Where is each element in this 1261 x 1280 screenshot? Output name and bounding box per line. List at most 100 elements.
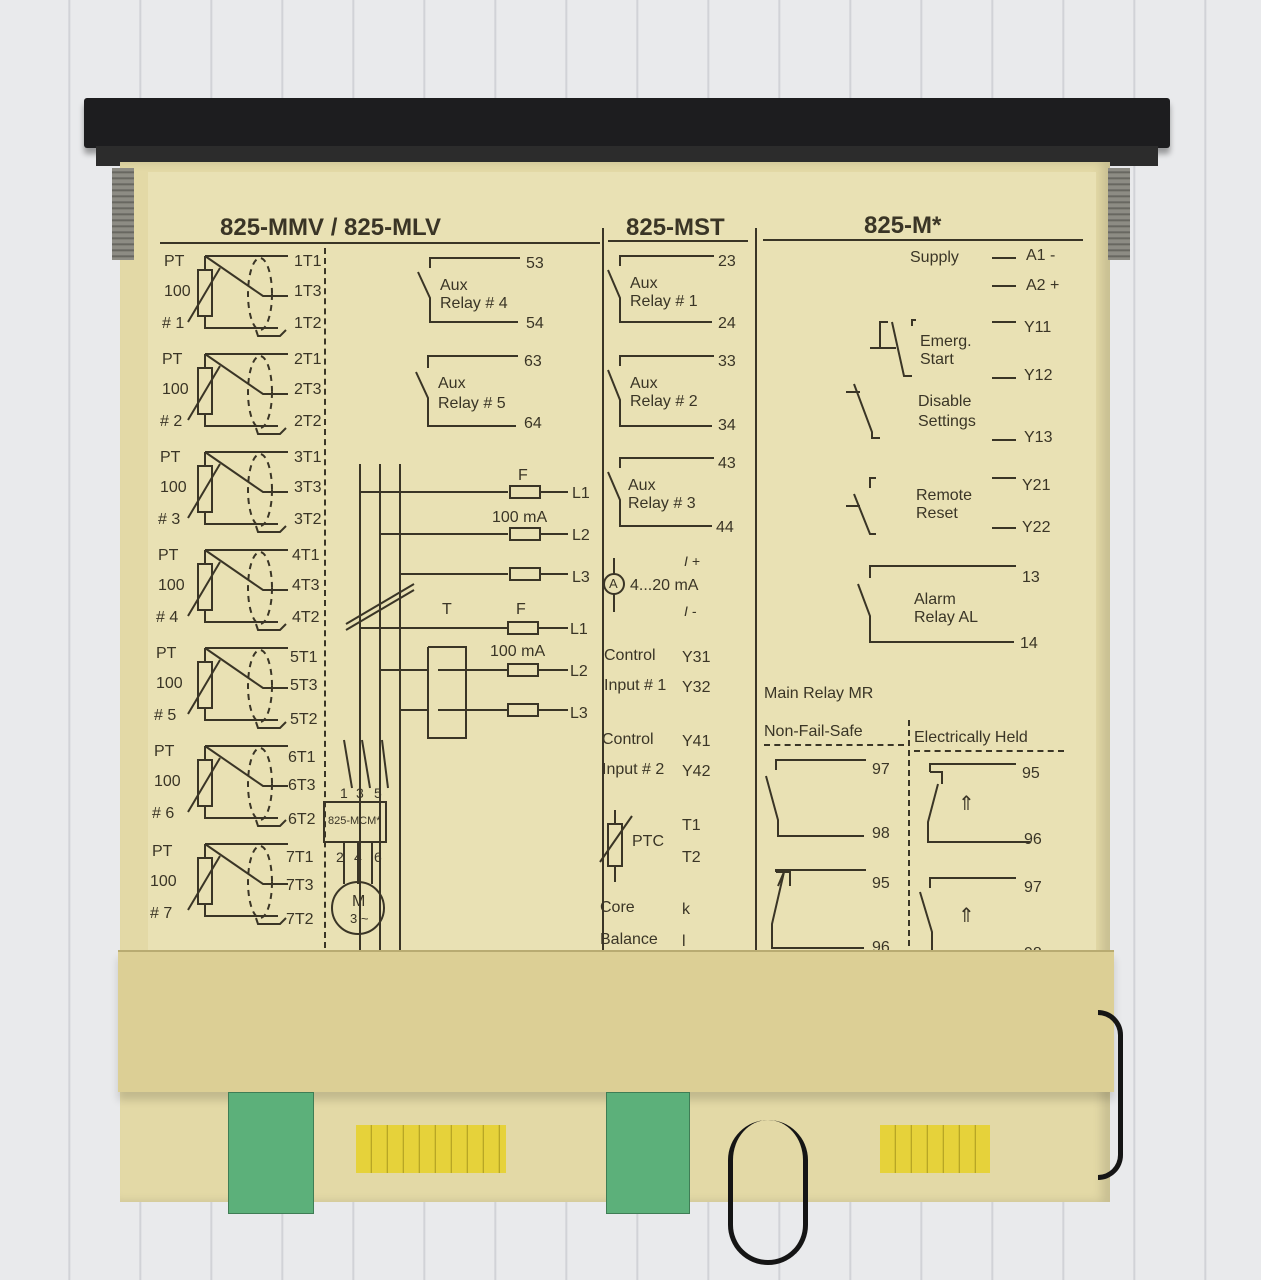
starter-terminal: 2 <box>336 849 344 865</box>
rtd-terminal: 5T1 <box>290 649 318 666</box>
rtd-terminal: 1T1 <box>294 253 322 270</box>
control-terminal: Y41 <box>682 733 711 750</box>
control-input-label: Control <box>602 731 654 748</box>
control-input-label: Input # 1 <box>604 677 667 694</box>
section-title-m: 825-M* <box>864 212 942 239</box>
remote-reset-label: Reset <box>916 505 958 522</box>
core-balance-terminal: k <box>682 901 690 918</box>
rtd-number: # 5 <box>154 707 177 724</box>
rtd-type: PT <box>152 843 173 860</box>
emerg-start-label: Emerg. <box>920 333 972 350</box>
rtd-value: 100 <box>156 675 183 692</box>
analog-plus-terminal: I + <box>684 553 700 569</box>
rtd-type: PT <box>156 645 177 662</box>
bezel-lip <box>96 146 1158 166</box>
main-relay-terminal: 95 <box>872 875 890 892</box>
relay-label: Aux <box>628 477 656 494</box>
rtd-terminal: 7T3 <box>286 877 314 894</box>
line-terminal: L2 <box>572 527 590 544</box>
ptc-label: PTC <box>632 833 664 850</box>
starter-terminal: 5 <box>374 785 382 801</box>
rtd-value: 100 <box>154 773 181 790</box>
relay-terminal: 44 <box>716 519 734 536</box>
ptc-terminal: T2 <box>682 849 701 866</box>
supply-terminal: A1 - <box>1026 247 1056 264</box>
mmv-diagram-lines <box>323 257 568 952</box>
green-terminal-block <box>228 1092 314 1214</box>
non-fail-safe-label: Non-Fail-Safe <box>764 723 863 740</box>
supply-label: Supply <box>910 249 959 266</box>
control-terminal: Y42 <box>682 763 711 780</box>
rtd-terminal: 2T2 <box>294 413 322 430</box>
black-cable <box>1098 1010 1123 1180</box>
up-arrow-icon: ⇑ <box>958 793 975 815</box>
emerg-start-label: Start <box>920 351 954 368</box>
line-terminal: L3 <box>570 705 588 722</box>
core-balance-label: Balance <box>600 931 658 948</box>
control-terminal: Y21 <box>1022 477 1051 494</box>
control-terminal: Y31 <box>682 649 711 666</box>
fuse-rating: 100 mA <box>490 643 546 660</box>
main-relay-terminal: 98 <box>872 825 890 842</box>
relay-label: Aux <box>440 277 468 294</box>
front-bezel <box>84 98 1170 148</box>
rtd-type: PT <box>158 547 179 564</box>
rtd-terminal: 5T3 <box>290 677 318 694</box>
relay-label: Aux <box>438 375 466 392</box>
rtd-value: 100 <box>164 283 191 300</box>
main-relay-terminal: 97 <box>1024 879 1042 896</box>
rtd-terminal: 6T2 <box>288 811 316 828</box>
control-terminal: Y22 <box>1022 519 1051 536</box>
wire-markers <box>356 1125 506 1173</box>
supply-terminal: A2 + <box>1026 277 1060 294</box>
transformer-label: T <box>442 601 452 618</box>
rtd-number: # 3 <box>158 511 181 528</box>
rtd-terminal: 3T3 <box>294 479 322 496</box>
electrically-held-label: Electrically Held <box>914 729 1028 746</box>
housing-lower-panel <box>118 950 1114 1092</box>
control-terminal: Y13 <box>1024 429 1053 446</box>
rtd-terminal: 2T3 <box>294 381 322 398</box>
line-terminal: L2 <box>570 663 588 680</box>
rtd-symbols <box>187 255 289 925</box>
analog-range: 4...20 mA <box>630 577 699 594</box>
rtd-type: PT <box>164 253 185 270</box>
black-cable <box>728 1120 808 1265</box>
rtd-type: PT <box>154 743 175 760</box>
wire-markers <box>880 1125 990 1173</box>
main-relay-terminal: 95 <box>1022 765 1040 782</box>
core-balance-label: Core <box>600 899 635 916</box>
rtd-terminal: 1T3 <box>294 283 322 300</box>
rtd-value: 100 <box>162 381 189 398</box>
rtd-terminal: 7T2 <box>286 911 314 928</box>
wiring-label: 825-MMV / 825-MLV 825-MST 825-M* PT 100 … <box>148 172 1096 962</box>
rtd-terminal: 4T3 <box>292 577 320 594</box>
main-relay-title: Main Relay MR <box>764 685 874 702</box>
relay-terminal: 24 <box>718 315 736 332</box>
alarm-relay-label: Relay AL <box>914 609 979 626</box>
relay-terminal: 13 <box>1022 569 1040 586</box>
motor-label: M <box>352 893 366 910</box>
rtd-terminal: 6T1 <box>288 749 316 766</box>
alarm-relay-label: Alarm <box>914 591 956 608</box>
main-relay-terminal: 97 <box>872 761 890 778</box>
main-relay-terminal: 96 <box>1024 831 1042 848</box>
rtd-value: 100 <box>150 873 177 890</box>
rtd-number: # 4 <box>156 609 179 626</box>
control-input-label: Control <box>604 647 656 664</box>
rtd-terminal: 4T1 <box>292 547 320 564</box>
mst-diagram-lines <box>599 255 714 882</box>
relay-label: Relay # 4 <box>440 295 508 312</box>
green-terminal-block <box>606 1092 690 1214</box>
rtd-number: # 6 <box>152 805 175 822</box>
mounting-screw-left <box>112 168 134 260</box>
mounting-screw-right <box>1108 168 1130 260</box>
m-diagram-lines <box>765 257 1030 959</box>
line-terminal: L1 <box>570 621 588 638</box>
rtd-type: PT <box>160 449 181 466</box>
relay-terminal: 54 <box>526 315 544 332</box>
rtd-terminal: 6T3 <box>288 777 316 794</box>
disable-settings-label: Disable <box>918 393 972 410</box>
fuse-rating: 100 mA <box>492 509 548 526</box>
relay-terminal: 53 <box>526 255 544 272</box>
